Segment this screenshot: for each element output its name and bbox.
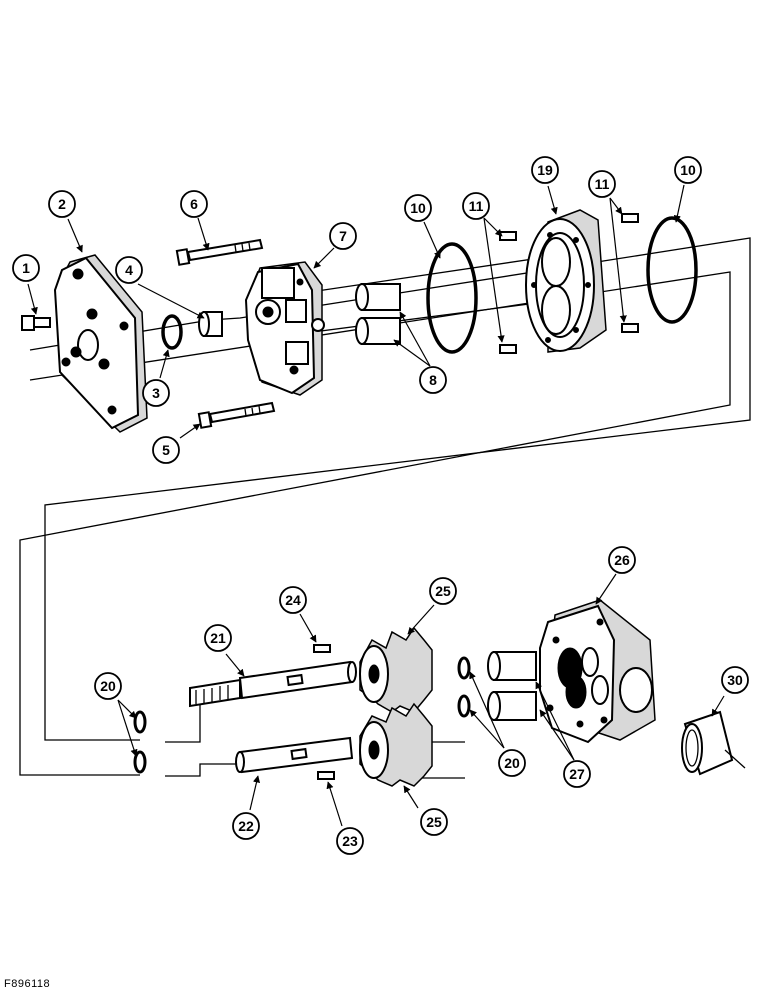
callout-11-right: 11	[588, 170, 616, 198]
svg-text:2: 2	[58, 196, 66, 212]
part-key-upper	[313, 644, 331, 653]
callout-25-lower: 25	[420, 808, 448, 836]
callout-4: 4	[115, 256, 143, 284]
part-bolt	[21, 315, 51, 331]
part-flange-plate	[53, 254, 148, 433]
part-long-bolt-upper	[175, 238, 264, 266]
svg-text:8: 8	[429, 372, 437, 388]
svg-text:5: 5	[162, 442, 170, 458]
callout-1: 1	[12, 254, 40, 282]
callout-25-upper: 25	[429, 577, 457, 605]
svg-text:1: 1	[22, 260, 30, 276]
svg-text:3: 3	[152, 385, 160, 401]
svg-text:26: 26	[614, 552, 630, 568]
svg-text:27: 27	[569, 766, 585, 782]
svg-text:19: 19	[537, 162, 553, 178]
callout-20-left: 20	[94, 672, 122, 700]
part-driven-shaft	[235, 736, 354, 774]
part-long-bolt-lower	[197, 401, 276, 429]
callout-11-left: 11	[462, 192, 490, 220]
svg-text:21: 21	[210, 630, 226, 646]
svg-text:23: 23	[342, 833, 358, 849]
part-large-o-ring-right	[646, 216, 698, 324]
part-front-housing	[539, 599, 656, 744]
figure-code: F896118	[4, 978, 51, 990]
callout-7: 7	[329, 222, 357, 250]
svg-text:25: 25	[435, 583, 451, 599]
callout-30: 30	[721, 666, 749, 694]
callout-20-right: 20	[498, 749, 526, 777]
part-bushing-small	[198, 311, 223, 337]
part-dowel-pins	[499, 213, 639, 354]
svg-text:30: 30	[727, 672, 743, 688]
part-front-bushings	[487, 651, 537, 721]
part-key-lower	[317, 771, 335, 780]
callout-22: 22	[232, 812, 260, 840]
callout-21: 21	[204, 624, 232, 652]
part-bushings-pair	[355, 283, 401, 345]
callout-3: 3	[142, 379, 170, 407]
callout-5: 5	[152, 436, 180, 464]
svg-text:7: 7	[339, 228, 347, 244]
part-end-cover	[244, 261, 325, 396]
callout-19: 19	[531, 156, 559, 184]
callout-23: 23	[336, 827, 364, 855]
part-gear-housing	[525, 209, 607, 353]
part-drive-shaft	[189, 660, 357, 708]
svg-text:22: 22	[238, 818, 254, 834]
svg-text:10: 10	[680, 162, 696, 178]
callout-27: 27	[563, 760, 591, 788]
svg-text:11: 11	[469, 198, 484, 214]
svg-text:20: 20	[100, 678, 116, 694]
svg-text:4: 4	[125, 262, 133, 278]
part-washers	[133, 656, 471, 774]
callout-10-left: 10	[404, 194, 432, 222]
callout-2: 2	[48, 190, 76, 218]
callout-26: 26	[608, 546, 636, 574]
part-sleeve	[681, 710, 746, 776]
callout-8: 8	[419, 366, 447, 394]
svg-text:11: 11	[595, 176, 610, 192]
leader-lines	[27, 184, 725, 827]
part-large-o-ring-left	[426, 242, 478, 354]
part-small-o-ring	[161, 314, 183, 350]
svg-text:25: 25	[426, 814, 442, 830]
svg-text:6: 6	[190, 196, 198, 212]
callout-10-right: 10	[674, 156, 702, 184]
callout-6: 6	[180, 190, 208, 218]
callout-24: 24	[279, 586, 307, 614]
svg-text:10: 10	[410, 200, 426, 216]
part-gear-upper	[359, 626, 433, 713]
part-gear-lower	[359, 702, 433, 787]
svg-text:24: 24	[285, 592, 301, 608]
svg-text:20: 20	[504, 755, 520, 771]
